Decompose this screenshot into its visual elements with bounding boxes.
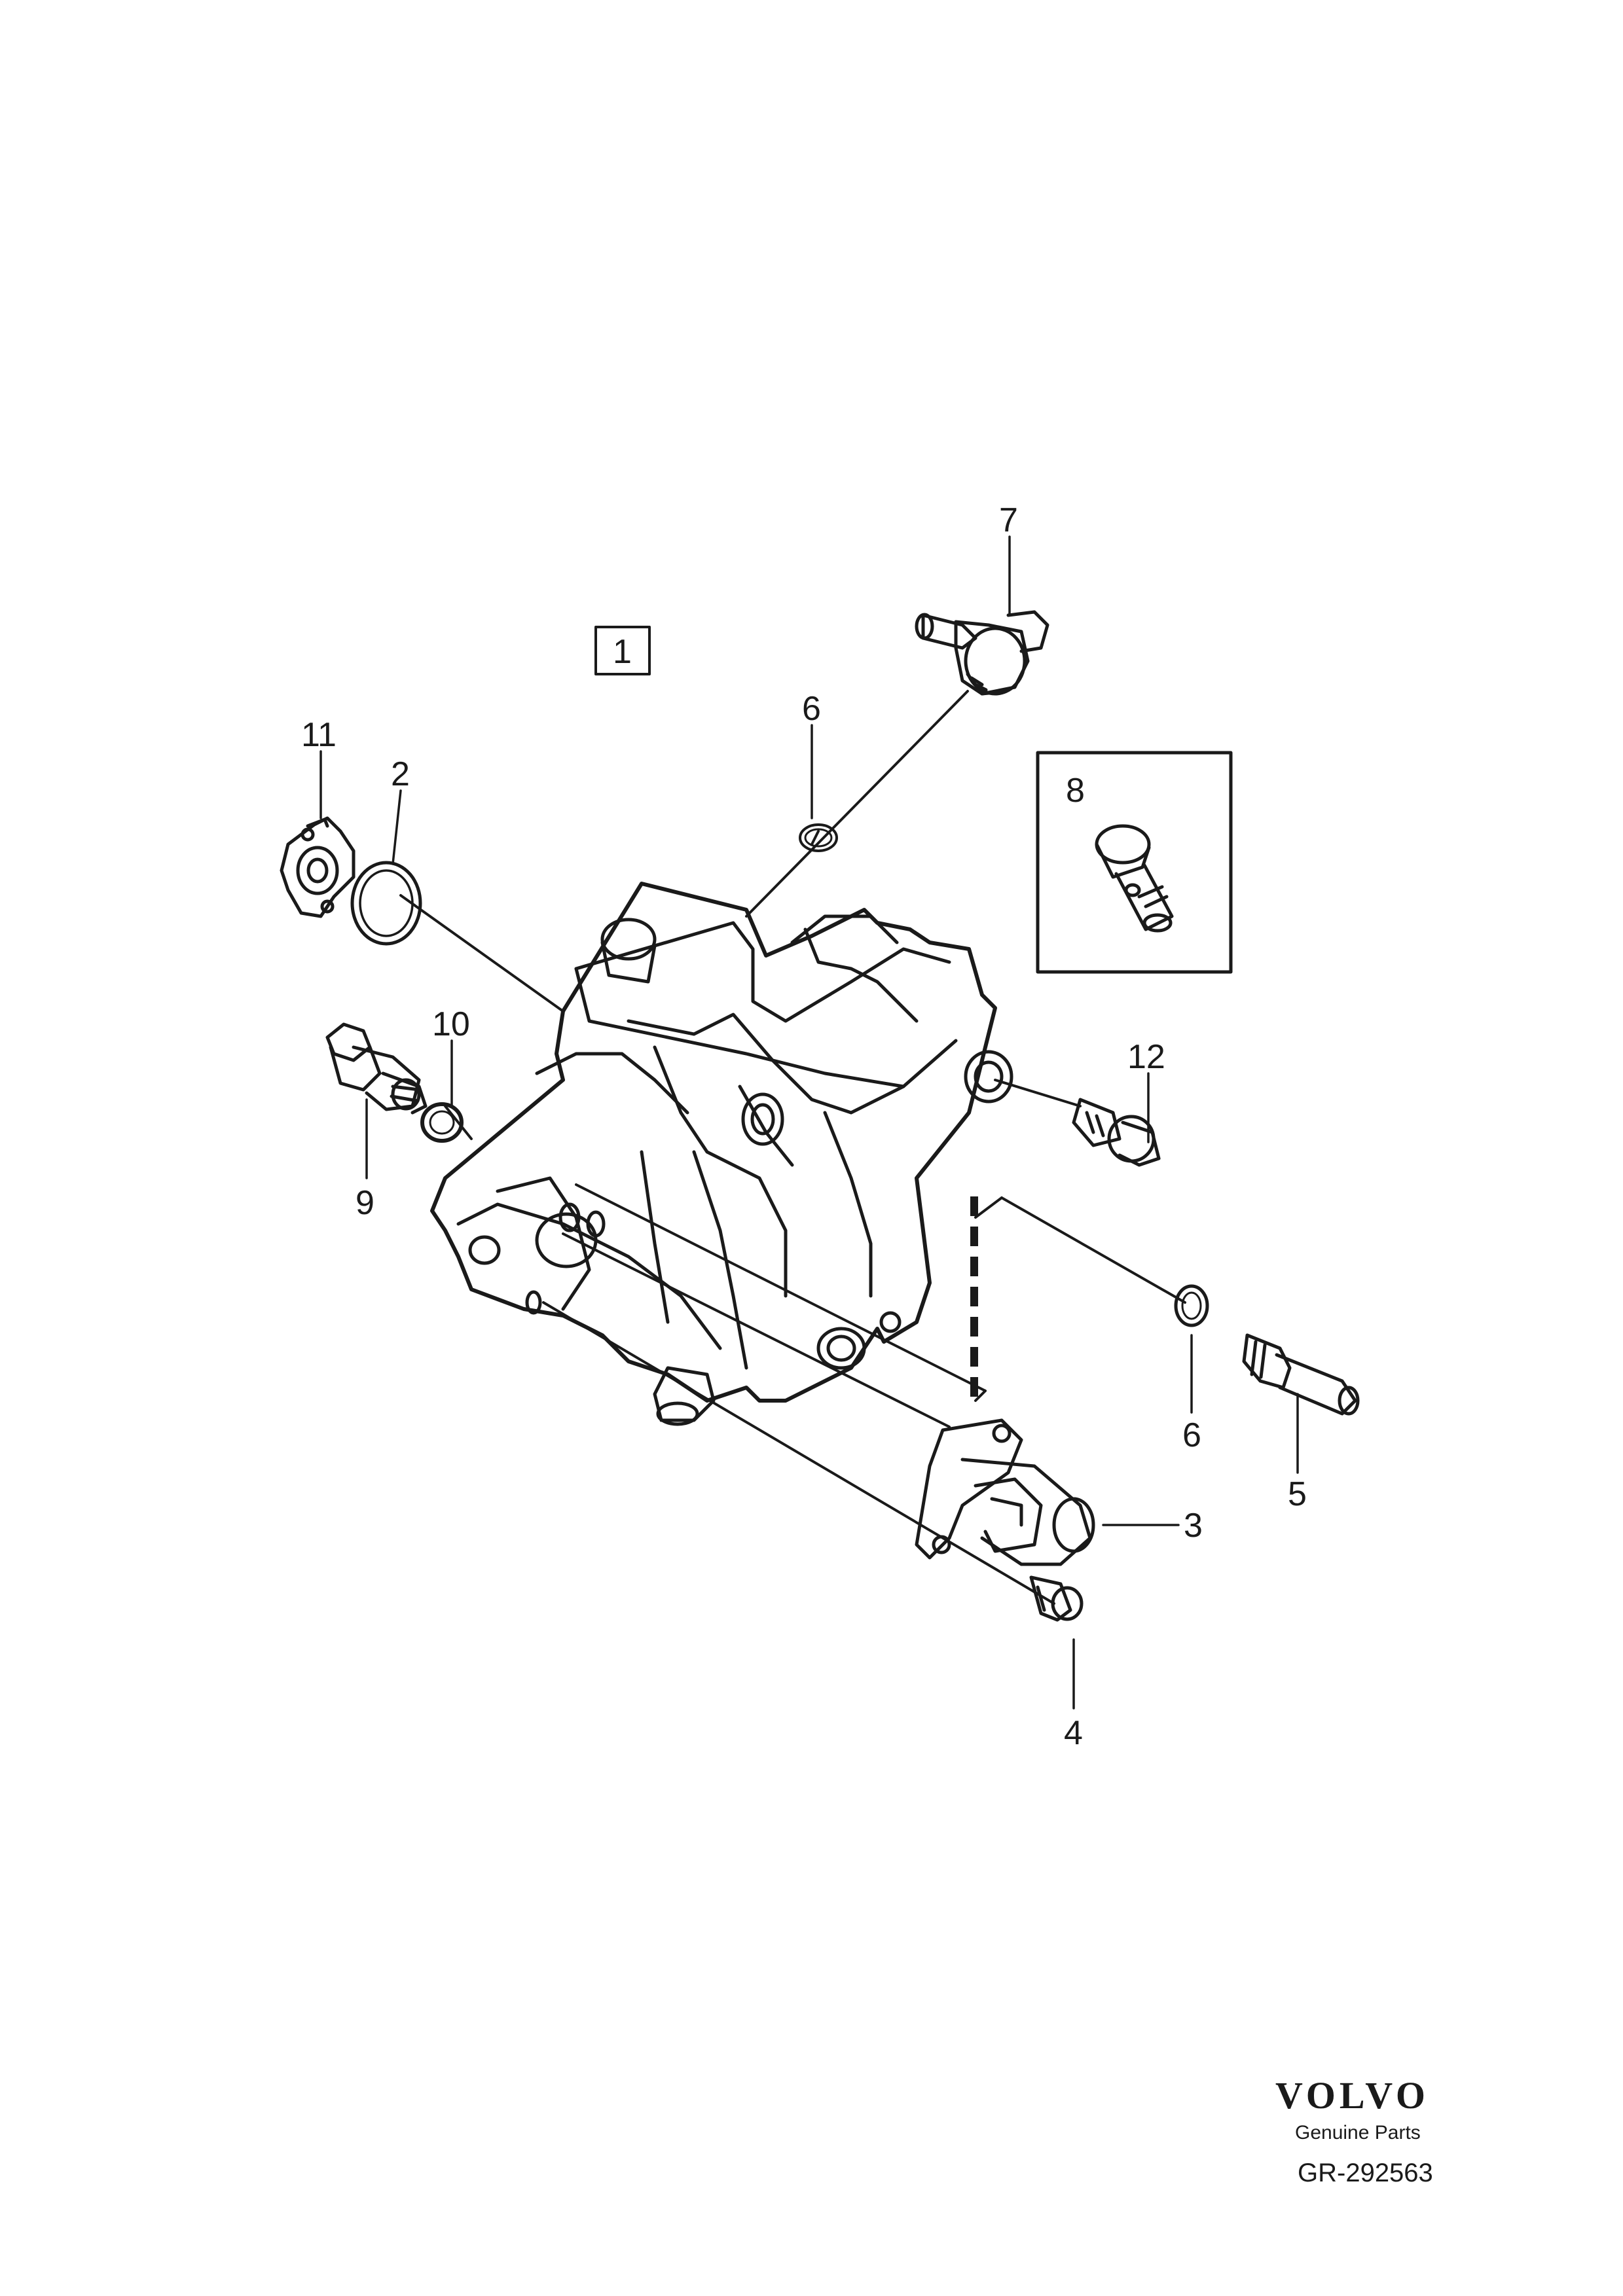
high-pressure-pump-body [430,882,1013,1426]
o-ring-part-6-top [799,823,838,852]
callout-1: 1 [613,633,632,671]
part-8-box [1036,751,1233,974]
banjo-bolt-part-8 [1095,824,1174,933]
flange-bolt-part-12 [1072,1098,1161,1167]
fuel-connector-part-5 [1242,1333,1360,1416]
brand-tagline: Genuine Parts [1295,2122,1421,2144]
diagram-reference-number: GR-292563 [1298,2159,1433,2187]
callout-10: 10 [432,1005,470,1043]
pressure-sensor-part-9 [325,1022,428,1115]
part-1-box [594,626,651,675]
callout-5: 5 [1288,1475,1307,1513]
callout-7: 7 [999,501,1018,539]
callout-leaders [319,535,1299,1710]
callout-2: 2 [391,755,410,793]
callout-6-lower: 6 [1182,1416,1201,1454]
callout-11: 11 [301,716,337,754]
screw-part-4 [1029,1575,1084,1622]
flange-part-11 [280,816,356,918]
callout-6-top: 6 [802,690,821,728]
o-ring-part-6-lower [1174,1284,1209,1327]
metering-valve-part-3 [915,1418,1095,1566]
leader-lines [399,690,1186,1605]
o-ring-part-10 [420,1102,464,1143]
gasket-ring-part-2 [350,861,422,946]
brand-logo-text: VOLVO [1275,2074,1430,2117]
elbow-fitting-part-7 [915,610,1049,696]
callout-12: 12 [1127,1038,1165,1076]
callout-9: 9 [356,1184,374,1222]
callout-3: 3 [1184,1507,1203,1545]
callout-4: 4 [1064,1714,1083,1752]
callout-8: 8 [1066,772,1085,810]
